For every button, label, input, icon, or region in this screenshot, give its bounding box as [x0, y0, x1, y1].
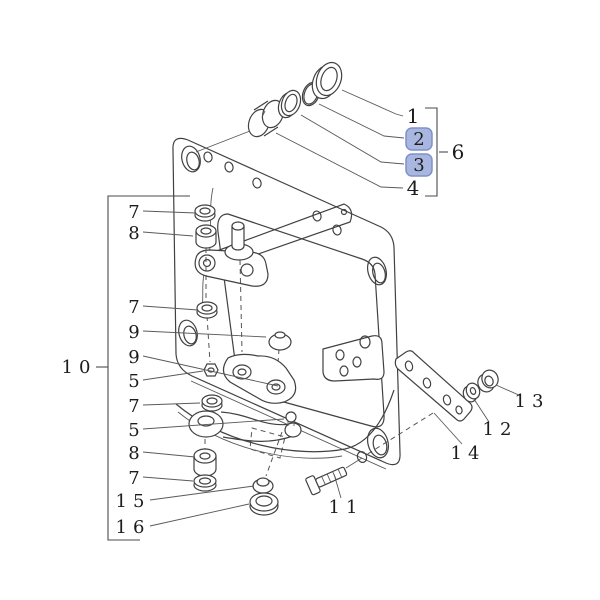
leader-lines [142, 89, 522, 527]
bushing-part-8-top [195, 224, 217, 249]
centerline [239, 259, 243, 353]
plate-small-holes [203, 151, 342, 236]
callout-3[interactable]: 3 [413, 155, 424, 176]
ring-part-16 [249, 492, 279, 516]
nut-part-13 [477, 369, 499, 393]
bolt-hole [356, 451, 368, 463]
callout-11[interactable]: 11 [329, 497, 364, 518]
middle-link [222, 353, 297, 404]
highlight-chip-3[interactable] [405, 153, 433, 177]
ball-stud-part-5 [285, 411, 297, 426]
triangular-bracket [322, 335, 385, 382]
callout-7-mid[interactable]: 7 [128, 297, 139, 318]
plate-outline [172, 137, 401, 466]
callout-7-top[interactable]: 7 [128, 202, 139, 223]
plate-cutout [217, 213, 385, 428]
callout-10[interactable]: 10 [62, 357, 97, 378]
seal-part-3 [277, 89, 302, 119]
bolt-axis-dashed [365, 412, 434, 456]
callout-7-lower[interactable]: 7 [128, 396, 139, 417]
callout-2[interactable]: 2 [413, 129, 424, 150]
callout-8-bottom[interactable]: 8 [128, 443, 139, 464]
callout-7-bottom[interactable]: 7 [128, 468, 139, 489]
bolt-axis-solid [345, 457, 363, 469]
callout-1[interactable]: 1 [407, 104, 420, 128]
callout-15[interactable]: 15 [116, 491, 151, 512]
callout-5-upper[interactable]: 5 [128, 371, 139, 392]
upper-lever-arm [194, 203, 353, 287]
washer-part-7-bottom [193, 474, 217, 492]
tie-bar-part-14 [394, 350, 473, 422]
centerline [276, 348, 280, 378]
washer-part-15 [252, 477, 274, 494]
cap-part-9 [268, 331, 292, 351]
group-bracket-10 [96, 195, 190, 541]
callout-5-lower[interactable]: 5 [128, 420, 139, 441]
washer-part-7-mid [196, 301, 218, 319]
bushing-part-8-bottom [193, 448, 217, 477]
bolt-part-11 [305, 466, 348, 496]
callout-8-top[interactable]: 8 [128, 223, 139, 244]
pitman-arm [188, 410, 302, 442]
callout-6[interactable]: 6 [452, 140, 465, 164]
washer-part-7-lower [201, 394, 223, 412]
callout-14[interactable]: 14 [451, 443, 486, 464]
corner-hole-top-right [366, 256, 388, 286]
callout-9-upper[interactable]: 9 [128, 322, 139, 343]
washer-part-7-top [194, 204, 216, 222]
centerline [265, 431, 283, 477]
stud-part [224, 221, 254, 261]
callout-16[interactable]: 16 [116, 517, 151, 538]
washer-part-12 [462, 382, 481, 403]
callout-4[interactable]: 4 [407, 176, 420, 200]
centerline [206, 315, 211, 363]
callout-9-lower[interactable]: 9 [128, 347, 139, 368]
seal-ring-part-1 [311, 61, 343, 100]
group-bracket-6 [425, 107, 448, 197]
callout-12[interactable]: 12 [483, 419, 518, 440]
highlight-chip-2[interactable] [405, 127, 433, 151]
callout-13[interactable]: 13 [515, 391, 550, 412]
corner-hole-top-left [181, 145, 201, 173]
